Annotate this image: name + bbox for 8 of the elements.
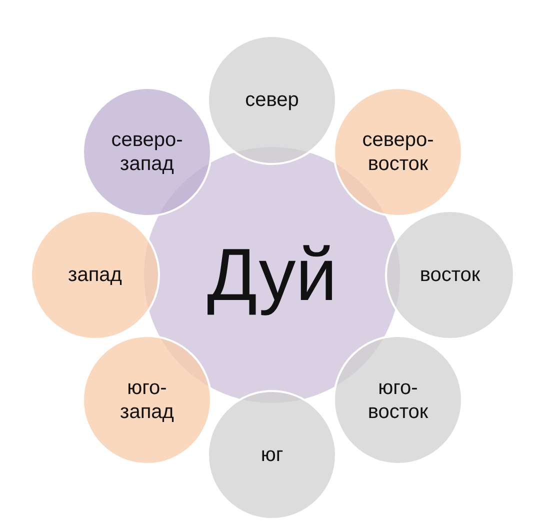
direction-label: запад <box>67 263 123 287</box>
direction-label: юг <box>260 443 284 467</box>
direction-label: юго-восток <box>366 376 430 424</box>
direction-label: север <box>244 88 300 112</box>
direction-label: северо-восток <box>361 128 435 176</box>
direction-label: северо-запад <box>110 128 184 176</box>
direction-label: восток <box>418 263 482 287</box>
direction-label: юго-запад <box>119 376 175 424</box>
